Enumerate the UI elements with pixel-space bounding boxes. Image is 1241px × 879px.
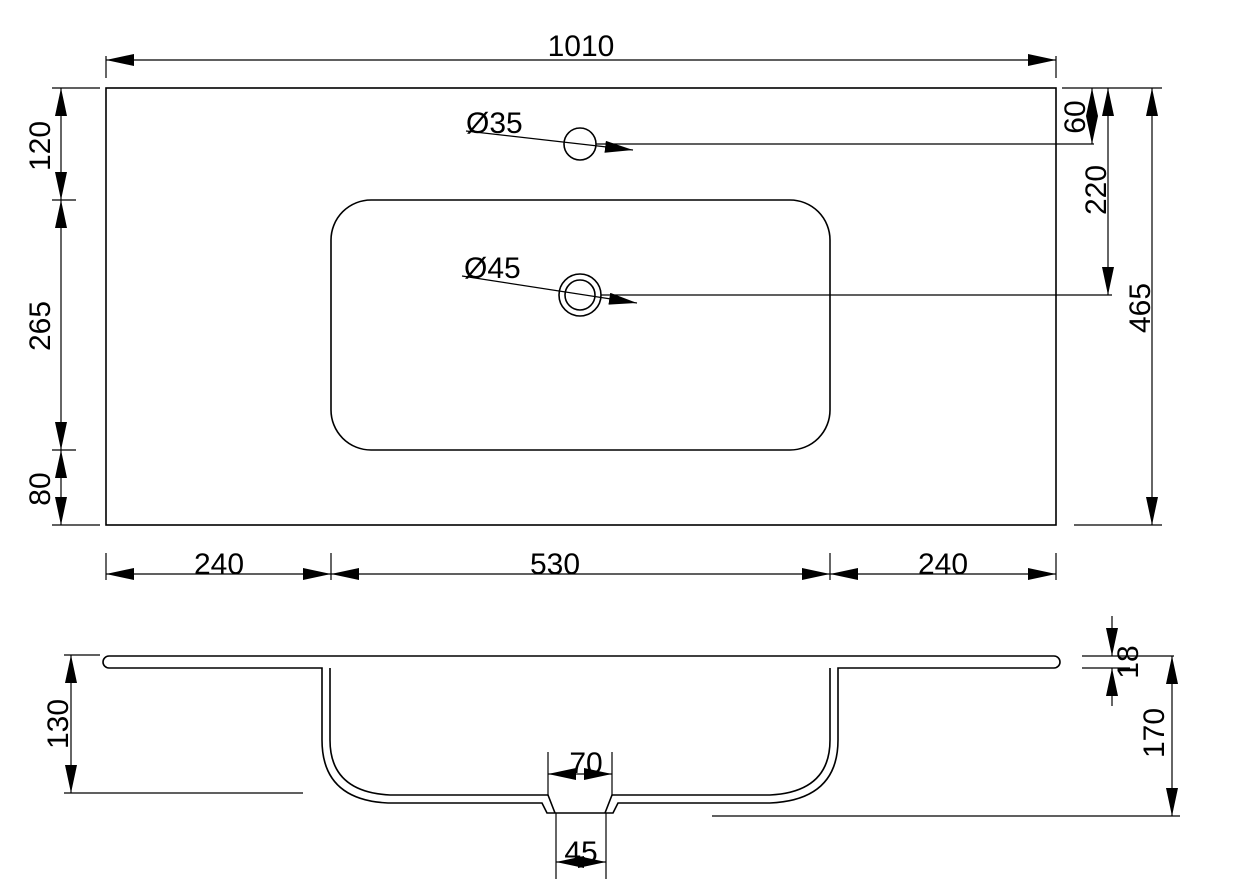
outlet-top-width-label: 70	[569, 747, 602, 780]
slab-thickness-label: 18	[1112, 645, 1145, 678]
left-margin-label: 240	[194, 548, 244, 581]
depth-total-label: 465	[1124, 283, 1157, 333]
width-total-label: 1010	[548, 30, 615, 63]
drain-offset-label: 220	[1080, 165, 1113, 215]
vanity-top-outline	[105, 87, 1057, 526]
outlet-bottom-width-label: 45	[564, 836, 597, 869]
section-view: 130 18 170 70 45	[42, 616, 1180, 879]
right-margin-label: 240	[918, 548, 968, 581]
plan-view: Ø35 Ø45 1010 120 265 80 60 220 465	[24, 30, 1162, 581]
tap-diameter-leader	[465, 130, 634, 153]
basin-depth-label: 265	[24, 301, 57, 351]
total-height-label: 170	[1138, 708, 1171, 758]
basin-outline	[330, 199, 831, 451]
slab-profile	[102, 655, 1061, 814]
offset-top-label: 120	[24, 121, 57, 171]
tap-diameter-label: Ø35	[466, 107, 523, 140]
drain-diameter-leader	[461, 275, 638, 305]
offset-bottom-label: 80	[24, 472, 57, 505]
tap-offset-label: 60	[1059, 100, 1092, 133]
drain-diameter-label: Ø45	[464, 252, 521, 285]
basin-width-label: 530	[530, 548, 580, 581]
basin-inner-profile	[329, 668, 831, 814]
basin-height-label: 130	[42, 699, 75, 749]
drain-hole-inner	[564, 279, 596, 311]
